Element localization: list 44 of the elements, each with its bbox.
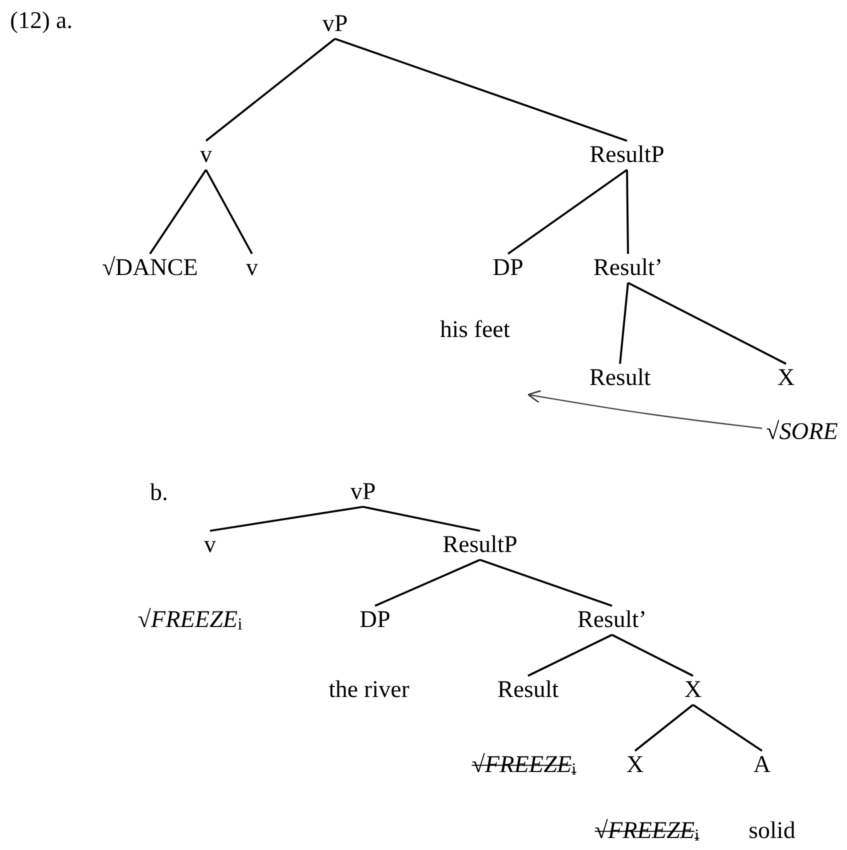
example-number: b.: [150, 480, 168, 506]
tree-branch: [480, 558, 612, 607]
terminal-word: √FREEZE$_{i}$: [138, 606, 242, 634]
terminal-word: the river: [328, 676, 410, 704]
tree-node-label: ResultP: [590, 142, 664, 168]
tree-branch: [149, 169, 207, 254]
tree-node-label: A: [753, 752, 771, 778]
tree-node-label: v: [204, 532, 216, 558]
struck-terminal-word: √FREEZE$_{i}$: [472, 752, 576, 778]
tree-node-label: v: [246, 254, 258, 281]
example-number: (12) a.: [10, 8, 73, 34]
tree-node-label: √SORE: [766, 418, 838, 445]
struck-terminal-word: √FREEZE$_{i}$: [594, 818, 700, 844]
tree-branch: [507, 168, 628, 255]
tree-node-label: DP: [360, 606, 390, 633]
tree-branch: [626, 170, 629, 254]
tree-branch: [334, 38, 628, 142]
tree-node-label: v: [200, 142, 212, 168]
tree-branch: [362, 506, 480, 532]
tree-node-label: ResultP: [442, 532, 518, 558]
tree-node-label: Result: [497, 676, 559, 703]
tree-node-label: X: [626, 752, 644, 778]
tree-branch: [374, 558, 480, 607]
tree-node-label: Result’: [593, 254, 663, 281]
tree-node-label: vP: [322, 10, 348, 37]
tree-branch: [612, 634, 694, 677]
tree-branch: [205, 38, 336, 142]
tree-branch: [619, 282, 629, 364]
tree-branch: [634, 704, 694, 752]
tree-node-label: vP: [350, 478, 376, 505]
tree-branch: [205, 169, 253, 254]
movement-arrow: [527, 390, 762, 429]
tree-branch: [528, 634, 612, 677]
tree-branch: [210, 506, 364, 532]
tree-node-label: Result’: [577, 606, 647, 633]
tree-node-label: DP: [492, 254, 524, 281]
tree-branch: [628, 282, 786, 365]
tree-node-label: Result: [589, 364, 651, 391]
tree-node-label: √DANCE: [102, 254, 198, 281]
tree-node-label: X: [777, 364, 795, 391]
terminal-word: solid: [748, 818, 796, 844]
tree-branch: [692, 704, 763, 752]
tree-node-label: X: [684, 676, 702, 703]
terminal-word: his feet: [440, 316, 510, 344]
